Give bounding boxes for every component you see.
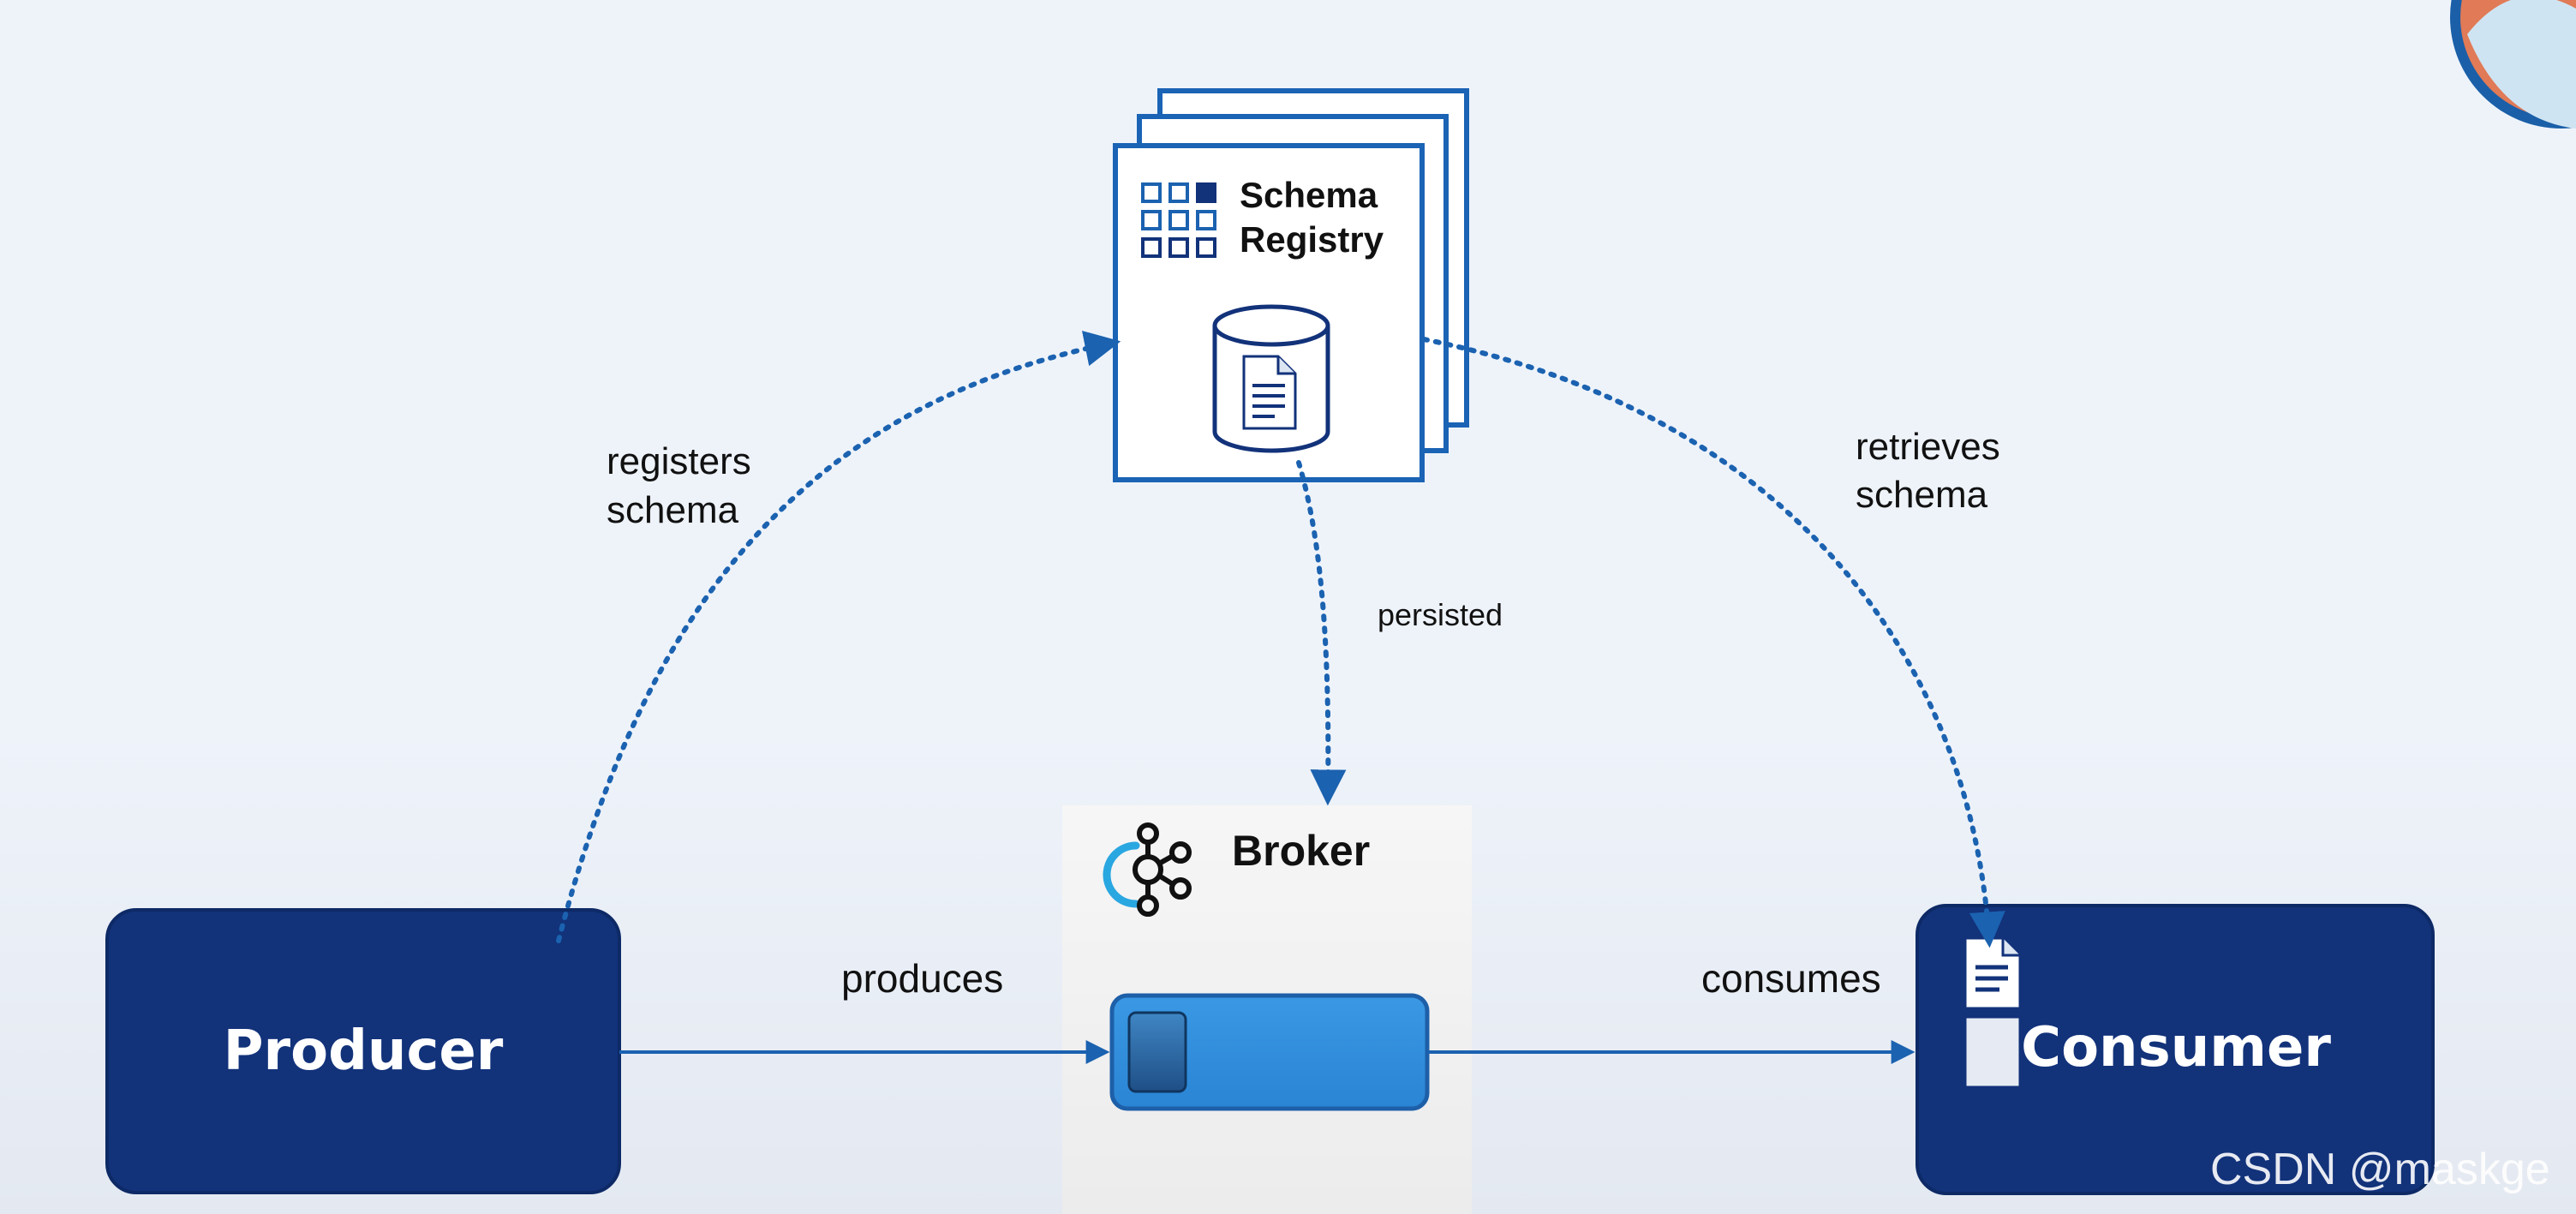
producer-label: Producer (224, 1020, 504, 1083)
grid-icon (1141, 182, 1216, 258)
consumer-label: Consumer (2021, 1016, 2331, 1079)
watermark-text: CSDN @maskge (2210, 1145, 2550, 1194)
schema-registry-title-line1: Schema (1240, 175, 1378, 215)
produces-label: produces (841, 956, 1003, 1001)
consumes-label: consumes (1701, 956, 1881, 1001)
producer-box: Producer (105, 908, 621, 1194)
schema-registry-title-line2: Registry (1240, 219, 1384, 260)
avatar (2450, 0, 2576, 129)
retrieves-label-line2: schema (1856, 474, 1988, 516)
registers-schema-arrow (556, 331, 1121, 943)
broker-label: Broker (1232, 827, 1370, 875)
broker-queue (1109, 993, 1430, 1111)
registers-label-line1: registers (607, 440, 751, 482)
registers-label-line2: schema (607, 489, 739, 531)
persisted-arrow (1296, 460, 1347, 806)
database-icon (1212, 304, 1330, 453)
retrieves-schema-arrow (1421, 337, 2005, 948)
kafka-icon (1103, 822, 1192, 917)
retrieves-label-line1: retrieves (1856, 426, 2000, 468)
document-icon (1963, 936, 2022, 1089)
consumer-box: Consumer (1916, 904, 2435, 1195)
persisted-label: persisted (1378, 597, 1503, 632)
